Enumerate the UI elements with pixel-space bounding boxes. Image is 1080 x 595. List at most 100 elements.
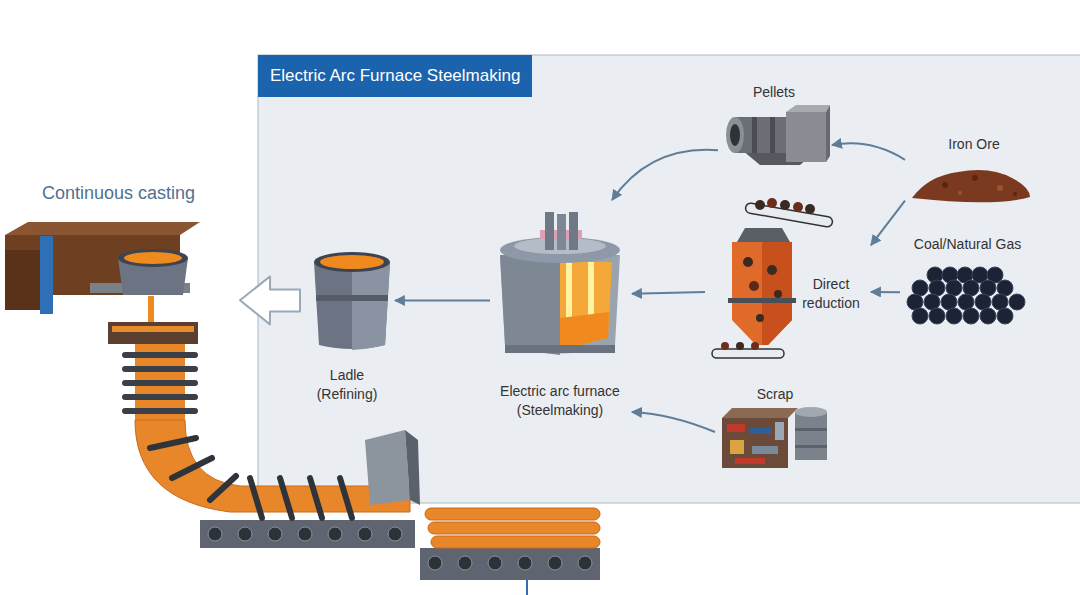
continuous-caster-part [148,296,154,324]
continuous-caster-part [268,527,282,541]
coal-pellets-part [946,308,962,324]
continuous-caster-part [428,556,442,570]
pellet-plant: Pellets [718,83,832,168]
scrap-pile-part [795,445,827,448]
direct-reduction-shaft-part [805,204,815,214]
flow-arrow [632,292,705,294]
node-label: Ladle (Refining) [307,366,387,404]
continuous-caster-part [518,556,532,570]
flow-arrow-hollow [240,276,300,324]
continuous-caster-part [526,578,528,595]
direct-reduction-shaft-part [767,265,777,275]
scrap-pile-part [775,422,784,440]
flow-arrow [832,143,905,159]
node-label: Continuous casting [42,182,237,204]
continuous-caster-part [428,522,600,534]
continuous-caster-part [280,478,292,518]
flow-arrow [871,201,905,245]
process-stage: Continuous casting [5,178,240,560]
pelletizer-drum-part [826,105,830,162]
flow-arrow [871,291,900,293]
process-unit: Direct reduction [705,195,871,362]
continuous-caster-part [328,527,342,541]
electric-arc-furnace [500,212,620,355]
refining-ladle-part [314,262,390,349]
continuous-caster-part [172,458,212,478]
continuous-caster-part [5,250,43,310]
direct-reduction-shaft-part [756,314,764,322]
scrap-pile-part [795,407,827,417]
pelletizer-drum [726,105,830,165]
continuous-caster-part [358,527,372,541]
refining-ladle-part [352,262,390,350]
continuous-caster-part [122,408,198,414]
continuous-caster-part [210,476,236,500]
node-label: Scrap [715,385,835,404]
continuous-caster-part [405,430,420,505]
continuous-caster-part [298,527,312,541]
scrap-pile [722,407,827,468]
scrap-pile-part [730,440,744,454]
pelletizer-drum-part [752,117,757,153]
scrap-pile-part [735,458,765,464]
coal-pellets-part [1009,294,1025,310]
continuous-caster-part [340,478,352,518]
electric-arc-furnace-part [500,255,560,355]
direct-reduction-shaft-part [728,298,796,303]
region-panel: Electric Arc Furnace SteelmakingPelletsI… [258,55,1080,503]
flow-arrow [395,299,490,301]
process-unit: Electric arc furnace (Steelmaking) [490,200,632,423]
node-label: Iron Ore [913,135,1035,154]
continuous-caster-part [200,520,415,548]
continuous-caster-part [310,478,322,518]
direct-reduction-shaft-part [736,342,744,350]
continuous-caster-part [122,352,198,358]
continuous-caster-part [108,322,198,344]
electric-arc-furnace-part [569,212,578,250]
continuous-caster-part [112,326,194,332]
scrap-pile-part [750,428,772,434]
scrap-pile-part [795,412,827,460]
scrap-pile-part [722,418,788,468]
process-unit: Ladle (Refining) [300,248,395,407]
coal-pellets-part [980,308,996,324]
direct-reduction-shaft-part [751,342,759,350]
direct-reduction-shaft-part [755,200,765,210]
refining-ladle-part [320,255,384,269]
direct-reduction-shaft-part [749,281,759,291]
iron-ore-pile-part [997,185,1003,191]
flow-arrow [632,412,715,432]
scrap-pile-part [727,424,745,432]
iron-ore-pile-part [1013,192,1017,196]
continuous-caster-part [420,548,600,580]
scrap-pile-part [795,428,827,431]
electric-arc-furnace-part [560,262,612,350]
continuous-caster-part [431,536,600,548]
panel-title: Electric Arc Furnace Steelmaking [258,55,532,97]
continuous-caster-part [548,556,562,570]
continuous-caster [5,222,600,595]
continuous-caster-part [488,556,502,570]
iron-ore-pile-part [942,182,948,188]
continuous-caster-part [122,366,198,372]
refining-ladle-part [314,252,390,272]
direct-reduction-shaft-part [780,200,790,210]
direct-reduction-shaft-part [774,290,782,298]
raw-material: Scrap [715,385,837,472]
continuous-caster-part [578,556,592,570]
raw-material: Coal/Natural Gas [900,235,1037,332]
pelletizer-drum-part [786,105,830,112]
iron-ore-pile [912,170,1030,202]
continuous-caster-part [250,478,262,518]
pelletizer-drum-part [726,117,744,153]
electric-arc-furnace-part [588,262,594,320]
pelletizer-drum-part [786,112,826,162]
continuous-caster-part [122,394,198,400]
continuous-caster-part [135,420,410,512]
node-label: Direct reduction [793,275,869,313]
continuous-caster-part [124,252,182,264]
flow-arrow [612,150,718,200]
continuous-caster-part [122,380,198,386]
